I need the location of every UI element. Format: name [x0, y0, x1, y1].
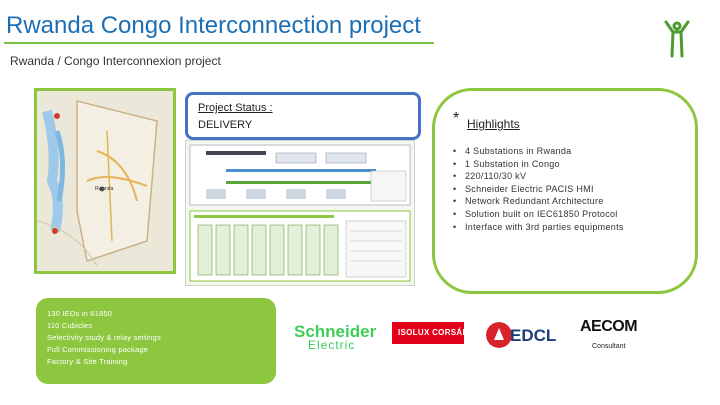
edcl-logo-text: EDCL: [510, 326, 557, 345]
consultant-caption: Consultant: [592, 343, 626, 350]
facts-list: 130 IEDs in 61850 110 Cubicles Selectivi…: [47, 308, 161, 368]
list-item: Full Commissioning package: [47, 345, 149, 354]
list-item: •Network Redundant Architecture: [453, 196, 604, 207]
highlights-star: *: [453, 110, 460, 127]
title-underline: [4, 42, 434, 44]
list-item: Factory & Site Training: [47, 357, 128, 366]
map-graphic: [37, 91, 173, 271]
stick-figure-logo-icon: [664, 20, 690, 58]
architecture-diagram-graphic: [189, 144, 411, 282]
edcl-logo: EDCL: [486, 320, 564, 350]
list-item: Selectivity study & relay settings: [47, 333, 161, 342]
project-status-box: Project Status : DELIVERY: [185, 92, 421, 140]
status-label: Project Status :: [198, 102, 273, 114]
architecture-diagram: [185, 140, 415, 286]
highlights-title: Highlights: [467, 117, 520, 131]
list-item: •Solution built on IEC61850 Protocol: [453, 208, 618, 219]
aecom-logo: AECOM: [580, 318, 650, 340]
list-item: 110 Cubicles: [47, 321, 93, 330]
schneider-electric-logo: Schneider Electric: [294, 322, 380, 352]
status-value: DELIVERY: [198, 119, 253, 131]
list-item: •1 Substation in Congo: [453, 158, 560, 169]
isolux-corsan-logo: ISOLUX CORSÁN: [392, 322, 468, 344]
list-item: •220/110/30 kV: [453, 171, 527, 182]
highlights-panel: * Highlights •4 Substations in Rwanda •1…: [432, 88, 698, 294]
list-item: 130 IEDs in 61850: [47, 309, 113, 318]
electric-logo-text: Electric: [308, 338, 356, 352]
list-item: •Interface with 3rd parties equipments: [453, 221, 624, 232]
map-city-label: Rwanda: [95, 186, 114, 192]
page-subtitle: Rwanda / Congo Interconnexion project: [10, 54, 221, 68]
project-facts-box: 130 IEDs in 61850 110 Cubicles Selectivi…: [36, 298, 276, 384]
isolux-logo-text: ISOLUX CORSÁN: [398, 328, 469, 337]
page-title: Rwanda Congo Interconnection project: [6, 12, 421, 39]
project-map: Rwanda: [34, 88, 176, 274]
edcl-flame-icon: [486, 322, 512, 348]
list-item: •Schneider Electric PACIS HMI: [453, 183, 594, 194]
schneider-logo-text: Schneider: [294, 322, 377, 341]
highlights-list: •4 Substations in Rwanda •1 Substation i…: [453, 145, 624, 233]
list-item: •4 Substations in Rwanda: [453, 146, 572, 156]
aecom-logo-text: AECOM: [580, 318, 638, 335]
